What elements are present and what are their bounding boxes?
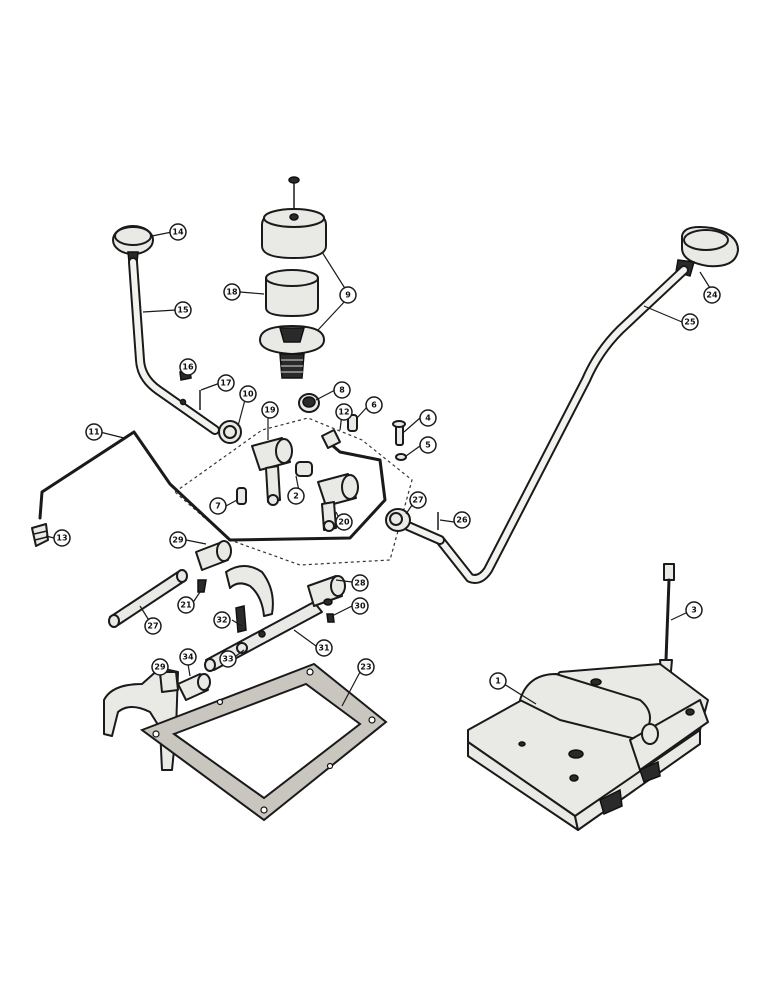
shift-rail-27 (108, 569, 188, 628)
callout-13: 13 (53, 529, 71, 547)
callout-3-label: 3 (691, 606, 697, 615)
callout-15: 15 (174, 301, 192, 319)
callout-14-label: 14 (172, 228, 184, 237)
callout-25: 25 (681, 313, 699, 331)
callout-4: 4 (419, 409, 437, 427)
callout-26: 26 (453, 511, 471, 529)
callout-8-label: 8 (339, 386, 345, 395)
callout-33-label: 33 (222, 655, 233, 664)
callout-19-label: 19 (264, 406, 276, 415)
callout-30: 30 (351, 597, 369, 615)
callout-17: 17 (217, 374, 235, 392)
callout-12: 12 (335, 403, 353, 421)
callout-7-label: 7 (215, 502, 221, 511)
cover-outline-dashed (174, 417, 413, 566)
callout-34: 34 (179, 648, 197, 666)
callout-24: 24 (703, 286, 721, 304)
callout-34-label: 34 (182, 653, 194, 662)
center-small-parts (236, 393, 407, 505)
callout-9-label: 9 (345, 291, 351, 300)
callout-29-upper-label: 29 (172, 536, 184, 545)
callout-12-label: 12 (338, 408, 349, 417)
callout-18-label: 18 (226, 288, 238, 297)
callout-23: 23 (357, 658, 375, 676)
callout-11-label: 11 (88, 428, 100, 437)
callout-29-lower-label: 29 (154, 663, 166, 672)
small-pins (177, 605, 335, 701)
callout-32: 32 (213, 611, 231, 629)
callout-5: 5 (419, 436, 437, 454)
callout-27-lower: 27 (144, 617, 162, 635)
callout-32-label: 32 (216, 616, 227, 625)
callout-5-label: 5 (425, 441, 431, 450)
callout-16-label: 16 (182, 363, 194, 372)
callout-27-upper: 27 (409, 491, 427, 509)
callout-17-label: 17 (220, 379, 231, 388)
callout-24-label: 24 (706, 291, 718, 300)
callout-4-label: 4 (425, 414, 431, 423)
callout-23-label: 23 (360, 663, 371, 672)
interlock-rod-11 (31, 429, 387, 547)
callout-27-upper-label: 27 (412, 496, 423, 505)
callout-13-label: 13 (56, 534, 67, 543)
callout-6-label: 6 (371, 401, 377, 410)
callout-18: 18 (223, 283, 241, 301)
callout-20-label: 20 (338, 518, 350, 527)
callout-19: 19 (261, 401, 279, 419)
callout-16: 16 (179, 358, 197, 376)
callout-28-label: 28 (354, 579, 366, 588)
shift-fork-29-upper (195, 540, 274, 617)
callout-31-label: 31 (318, 644, 330, 653)
callout-1-label: 1 (495, 677, 501, 686)
dipstick-3 (659, 563, 675, 683)
callout-21: 21 (177, 596, 195, 614)
shift-rail-31 (204, 601, 323, 672)
leader-lines (45, 231, 711, 707)
shifter-lever-19 (251, 437, 293, 506)
callout-6: 6 (365, 396, 383, 414)
shift-tower-assembly (259, 176, 327, 379)
callout-33: 33 (219, 650, 237, 668)
callout-28: 28 (351, 574, 369, 592)
callout-9: 9 (339, 286, 357, 304)
callout-21-label: 21 (180, 601, 192, 610)
callout-20: 20 (335, 513, 353, 531)
callout-10: 10 (239, 385, 257, 403)
callout-31: 31 (315, 639, 333, 657)
shift-fork-28 (307, 575, 346, 607)
callout-29-upper: 29 (169, 531, 187, 549)
callout-7: 7 (209, 497, 227, 515)
callout-11: 11 (85, 423, 103, 441)
cover-gasket-23 (139, 662, 388, 822)
callout-3: 3 (685, 601, 703, 619)
shifter-lever-20 (317, 473, 359, 532)
callout-2-label: 2 (293, 492, 299, 501)
callout-8: 8 (333, 381, 351, 399)
callout-26-label: 26 (456, 516, 468, 525)
callout-15-label: 15 (177, 306, 189, 315)
callout-10-label: 10 (242, 390, 254, 399)
callout-30-label: 30 (354, 602, 366, 611)
callout-27-lower-label: 27 (147, 622, 158, 631)
shift-lever-left (112, 225, 242, 444)
shift-lever-right (385, 226, 739, 584)
callout-14: 14 (169, 223, 187, 241)
callout-2: 2 (287, 487, 305, 505)
transmission-cover-1 (467, 663, 709, 831)
callout-25-label: 25 (684, 318, 696, 327)
callout-1: 1 (489, 672, 507, 690)
shift-fork-29-lower (103, 667, 179, 771)
callout-29-lower: 29 (151, 658, 169, 676)
